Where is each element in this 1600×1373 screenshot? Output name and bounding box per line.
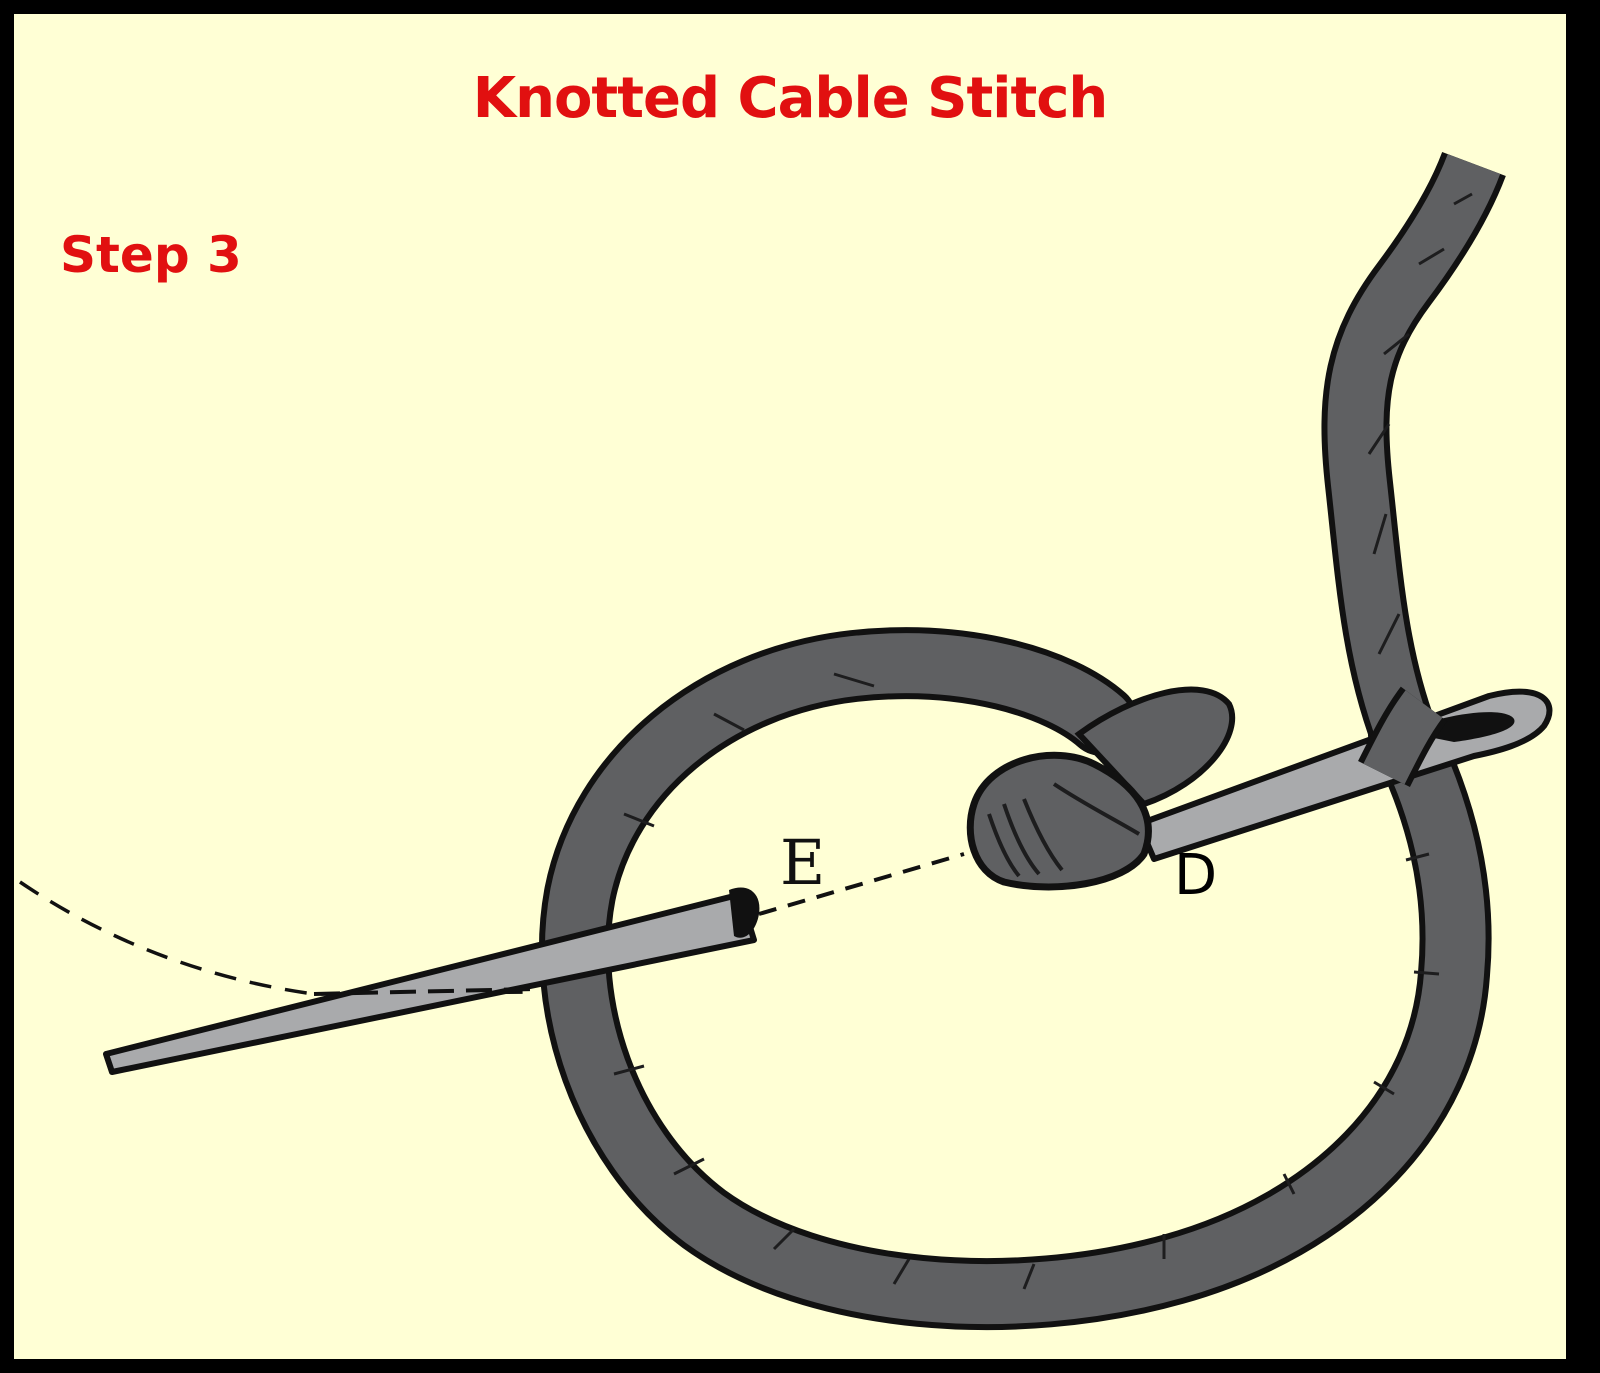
needle-thread-end (729, 887, 760, 938)
thread-knot (966, 686, 1236, 891)
step-label: Step 3 (60, 226, 242, 284)
point-label-d: D (1174, 843, 1217, 908)
diagram-title: Knotted Cable Stitch (472, 66, 1109, 131)
thread-strand-texture (1367, 192, 1473, 655)
stitch-illustration: E D (19, 151, 1553, 1330)
point-label-e: E (780, 826, 825, 899)
dashed-path-e-to-knot (758, 852, 965, 916)
thread-strand-fill (1327, 153, 1501, 744)
thread-loop-fill (544, 633, 1486, 1324)
dashed-guide-left (19, 880, 535, 996)
needle-left (103, 887, 760, 1075)
diagram-canvas: Knotted Cable Stitch Step 3 (14, 14, 1566, 1359)
